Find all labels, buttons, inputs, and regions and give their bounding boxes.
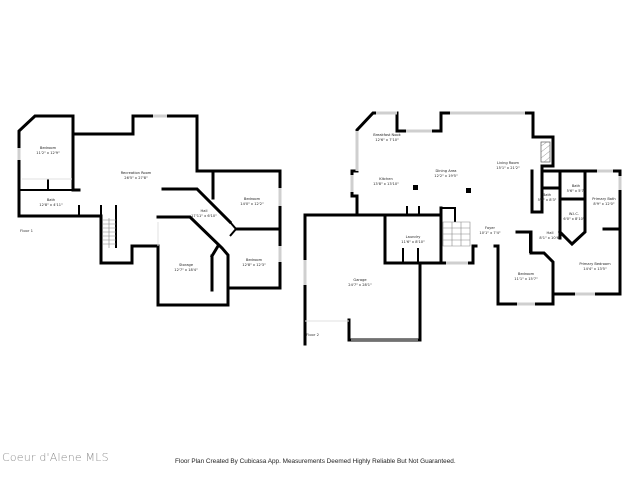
room-dims: 17'11" x 6'10" — [191, 214, 217, 218]
room-name: Primary Bedroom — [579, 262, 611, 266]
garage-wall — [347, 262, 422, 342]
wall — [530, 169, 544, 214]
room-name: Primary Bath — [592, 197, 615, 201]
room-dims: 12'8" x 4'11" — [39, 203, 63, 207]
floor-2-plan: Breakfast Nook 12'6" x 7'10" Kitchen 13'… — [303, 111, 622, 346]
wall — [493, 244, 500, 306]
floor-1-label: Floor 1 — [20, 228, 34, 233]
room-name: Laundry — [406, 235, 422, 239]
room-dims: 11'1" x 15'7" — [514, 277, 538, 281]
room-dims: 13'8" x 13'10" — [373, 182, 399, 186]
room-name: Bedroom — [244, 197, 261, 201]
room-dims: 5'7" x 8'3" — [538, 198, 557, 202]
room-name: Dining Area — [435, 169, 456, 173]
wall — [402, 206, 420, 263]
fireplace-hatch — [540, 141, 551, 163]
floor-1-plan: Bedroom 11'2" x 12'9" Bath 12'8" x 4'11"… — [17, 114, 282, 307]
room-name: Living Room — [497, 161, 520, 165]
room-dims: 11'2" x 12'9" — [36, 151, 60, 155]
room-name: Garage — [353, 278, 367, 282]
room-name: Bedroom — [518, 272, 535, 276]
room-dims: 10'1" x 7'4" — [479, 231, 500, 235]
wall — [441, 207, 456, 222]
room-name: Kitchen — [379, 177, 393, 181]
room-dims: 12'2" x 19'5" — [434, 174, 458, 178]
floor-2-outer-wall — [350, 111, 622, 306]
staircase — [103, 218, 116, 248]
mls-watermark: Coeur d'Alene MLS — [2, 451, 109, 464]
wall — [383, 206, 478, 265]
room-name: Recreation Room — [121, 171, 152, 175]
wall — [71, 132, 81, 192]
disclaimer-text: Floor Plan Created By Cubicasa App. Meas… — [175, 458, 456, 465]
room-dims: 11'6" x 8'10" — [401, 240, 425, 244]
room-name: Bedroom — [40, 146, 57, 150]
garage-door-opening — [305, 320, 418, 341]
room-name: Hall — [547, 231, 554, 235]
room-dims: 24'7" x 28'1" — [348, 283, 372, 287]
column — [466, 188, 471, 193]
floor-2-label: Floor 2 — [306, 332, 320, 337]
wall — [209, 243, 221, 259]
wall — [100, 205, 117, 263]
column — [413, 185, 418, 190]
room-dims: 15'1" x 21'2" — [496, 166, 520, 170]
room-dims: 5'6" x 5'7" — [567, 189, 586, 193]
room-dims: 12'6" x 7'10" — [375, 138, 399, 142]
room-dims: 12'8" x 12'3" — [242, 263, 266, 267]
room-name: Breakfast Nook — [373, 133, 401, 137]
wall — [161, 187, 233, 225]
room-dims: 12'7" x 18'4" — [174, 268, 198, 272]
staircase — [442, 221, 471, 247]
wall — [515, 230, 555, 296]
wall — [229, 221, 238, 237]
room-name: Hall — [201, 209, 208, 213]
room-dims: 6'0" x 8'10" — [563, 217, 584, 221]
room-name: Storage — [179, 263, 194, 267]
room-name: W.I.C. — [569, 212, 579, 216]
room-name: Bath — [47, 198, 55, 202]
floor-1-outer-wall — [17, 114, 282, 307]
room-dims: 14'0" x 12'2" — [240, 202, 264, 206]
room-dims: 8'9" x 12'0" — [593, 202, 614, 206]
room-name: Foyer — [485, 226, 495, 230]
room-name: Bath — [572, 184, 580, 188]
wall — [540, 169, 622, 247]
room-dims: 26'5" x 27'8" — [124, 176, 148, 180]
room-name: Bath — [543, 193, 551, 197]
room-dims: 14'4" x 13'5" — [583, 267, 607, 271]
room-dims: 8'1" x 10'6" — [539, 236, 560, 240]
wall — [156, 215, 230, 290]
garage-wall — [303, 213, 359, 346]
room-name: Bedroom — [246, 258, 263, 262]
